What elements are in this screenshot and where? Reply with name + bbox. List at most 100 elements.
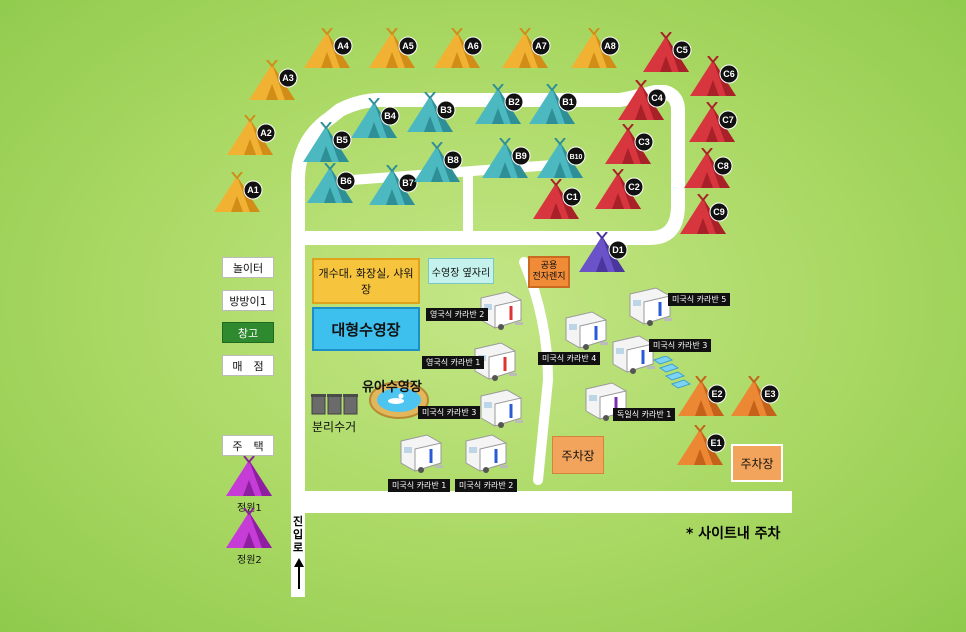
caravan-side — [494, 299, 522, 329]
caravan-side — [488, 350, 516, 380]
tent-id-badge — [707, 384, 727, 404]
caravan-label-uk2: 영국식 카라반 2 — [426, 308, 489, 321]
tent-door — [588, 52, 600, 68]
tent-c2: C2 — [595, 169, 644, 209]
garden1-tent-icon — [226, 456, 272, 496]
tent-door — [244, 139, 256, 155]
recycle-label: 분리수거 — [312, 420, 357, 434]
tent-door — [499, 162, 511, 178]
road — [519, 257, 554, 485]
tent-id-label: C7 — [722, 115, 734, 125]
tent-id-label: A5 — [402, 41, 414, 51]
tent-pole — [748, 376, 760, 384]
tent-id-label: B3 — [440, 105, 452, 115]
tent-pole — [266, 60, 278, 68]
legend-room: 방방이1 — [222, 290, 274, 311]
tent-pole — [368, 98, 380, 106]
entrance-arrow-icon — [294, 558, 304, 589]
tent-pole — [550, 179, 562, 187]
legend-shop: 매 점 — [222, 355, 274, 376]
tent-id-badge — [709, 202, 729, 222]
tent-pole — [695, 376, 707, 384]
tent-id-label: B4 — [384, 111, 396, 121]
tent-id-label: C6 — [723, 69, 735, 79]
caravan-window — [569, 324, 577, 330]
caravan-step — [515, 322, 523, 325]
tent-id-badge — [719, 64, 739, 84]
tent-id-badge — [713, 156, 733, 176]
tent-b3: B3 — [407, 92, 456, 132]
caravan-label-us1: 미국식 카라반 1 — [388, 479, 451, 492]
tent-door — [320, 146, 332, 162]
garden1-label: 정원1 — [237, 503, 262, 514]
tent-e1: E1 — [677, 425, 726, 465]
tent-c9: C9 — [680, 194, 729, 234]
tent-c4: C4 — [618, 80, 667, 120]
entrance-char-1: 진 — [292, 515, 304, 528]
parking-lot-1: 주차장 — [552, 436, 604, 474]
tent-id-badge — [624, 177, 644, 197]
tent-id-label: A4 — [337, 41, 349, 51]
tent-id-badge — [380, 106, 400, 126]
caravan-label-us3: 미국식 카라반 3 — [418, 406, 481, 419]
tent-id-label: A1 — [247, 185, 259, 195]
tent-id-label: A6 — [467, 41, 479, 51]
tent-id-badge — [634, 132, 654, 152]
tent-door — [266, 84, 278, 100]
tent-b9: B9 — [482, 138, 531, 178]
caravan-step — [509, 373, 517, 376]
caravan-window — [616, 348, 624, 354]
caravan-window — [633, 300, 641, 306]
caravan-icon — [465, 434, 508, 473]
tent-pole — [243, 456, 255, 464]
tent-door — [554, 162, 566, 178]
tent-id-badge — [398, 173, 418, 193]
tent-id-badge — [504, 92, 524, 112]
caravan-wheel — [498, 324, 504, 330]
tent-a3: A3 — [249, 60, 298, 100]
tent-id-label: D1 — [612, 245, 624, 255]
tent-id-badge — [600, 36, 620, 56]
caravan-label-us3b: 미국식 카라반 3 — [649, 339, 712, 352]
tent-a1: A1 — [214, 172, 263, 212]
caravan-label-us2: 미국식 카라반 2 — [455, 479, 518, 492]
tent-door — [706, 126, 718, 142]
tent-pole — [635, 80, 647, 88]
caravan-wheel — [498, 422, 504, 428]
tent-door — [243, 532, 255, 548]
tent-id-badge — [566, 146, 586, 166]
caravan-wheel — [418, 467, 424, 473]
washroom-building: 개수대, 화장실, 샤워장 — [312, 258, 420, 304]
caravan-wheel — [647, 320, 653, 326]
tent-pole — [706, 102, 718, 110]
caravan-wheel — [492, 375, 498, 381]
tent-c1: C1 — [533, 179, 582, 219]
tent-id-label: B6 — [340, 176, 352, 186]
caravan-wheel — [583, 344, 589, 350]
tent-door — [386, 52, 398, 68]
entrance-char-3: 로 — [292, 541, 304, 554]
tent-id-label: C9 — [713, 207, 725, 217]
tent-door — [635, 104, 647, 120]
tent-id-badge — [608, 240, 628, 260]
tent-door — [451, 52, 463, 68]
caravan-icon — [480, 291, 523, 330]
garden2-label: 정원2 — [237, 555, 262, 566]
tent-door — [660, 56, 672, 72]
caravan-window — [469, 447, 477, 453]
tent-id-badge — [760, 384, 780, 404]
caravan-label-uk1: 영국식 카라반 1 — [422, 356, 485, 369]
tent-id-badge — [511, 146, 531, 166]
tent-a2: A2 — [227, 115, 276, 155]
tent-id-badge — [706, 433, 726, 453]
tent-door — [701, 172, 713, 188]
tent-pole — [660, 32, 672, 40]
tent-id-label: A3 — [282, 73, 294, 83]
microwave-station: 공용 전자렌지 — [528, 256, 570, 288]
caravan-icon — [565, 311, 608, 350]
tent-pole — [554, 138, 566, 146]
parking-lot-2: 주차장 — [731, 444, 783, 482]
tent-door — [492, 108, 504, 124]
tent-id-badge — [647, 88, 667, 108]
